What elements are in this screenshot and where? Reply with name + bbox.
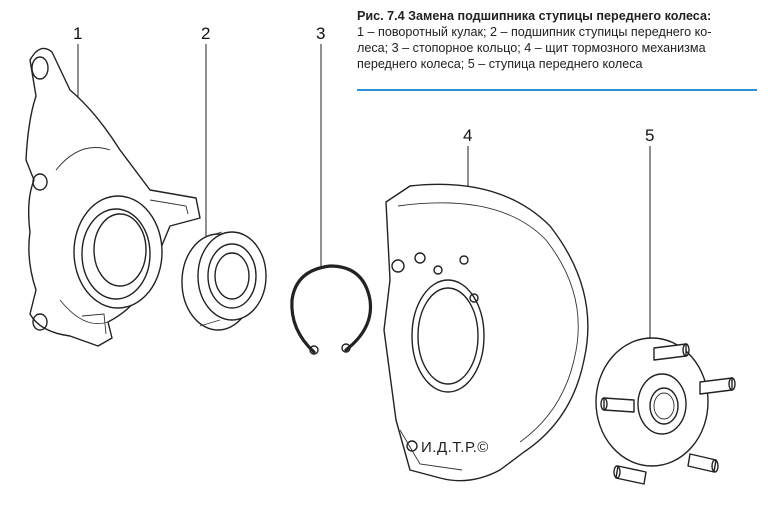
steering-knuckle <box>25 47 201 347</box>
caption-line-2: леса; 3 – стопорное кольцо; 4 – щит торм… <box>357 41 706 55</box>
callout-4: 4 <box>463 126 473 145</box>
wheel-hub <box>595 337 736 485</box>
caption-rule <box>357 89 757 91</box>
figure-caption: Рис. 7.4 Замена подшипника ступицы перед… <box>357 8 757 72</box>
callout-1: 1 <box>73 24 83 43</box>
callout-5: 5 <box>645 126 655 145</box>
brake-shield <box>383 183 589 482</box>
caption-line-3: переднего колеса; 5 – ступица переднего … <box>357 57 643 71</box>
hub-bearing <box>181 231 267 331</box>
caption-title: Рис. 7.4 Замена подшипника ступицы перед… <box>357 9 712 23</box>
callout-3: 3 <box>316 24 326 43</box>
publisher-watermark: И.Д.Т.Р.© <box>421 439 489 456</box>
retaining-ring <box>290 264 373 355</box>
callout-2: 2 <box>201 24 211 43</box>
caption-line-1: 1 – поворотный кулак; 2 – подшипник ступ… <box>357 25 712 39</box>
